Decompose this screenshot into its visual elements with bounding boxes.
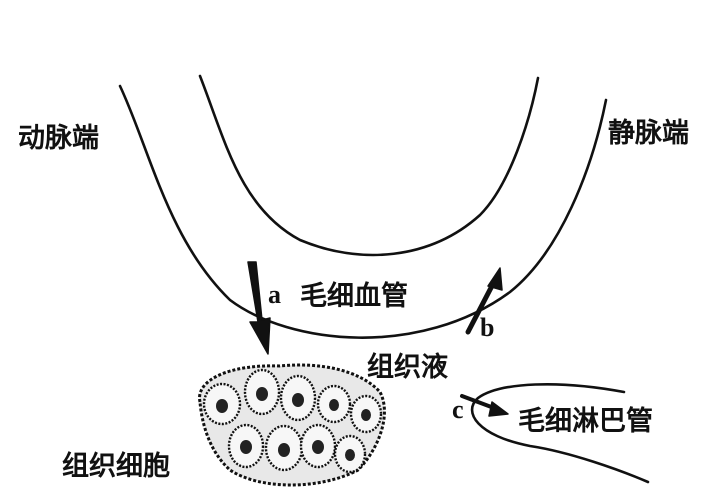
cell-nucleus bbox=[256, 387, 268, 401]
arrow-c-icon bbox=[460, 394, 509, 417]
cell-nucleus bbox=[216, 399, 228, 413]
arrow-a-label: a bbox=[268, 280, 281, 309]
cell-nucleus bbox=[292, 393, 304, 407]
lymph-capillary-label: 毛细淋巴管 bbox=[518, 406, 653, 437]
tissue-cells-cluster bbox=[198, 363, 386, 487]
capillary-label: 毛细血管 bbox=[300, 281, 408, 312]
arrow-b-icon bbox=[465, 267, 503, 335]
cell-nucleus bbox=[361, 409, 371, 421]
cell-nucleus bbox=[240, 440, 252, 454]
arrow-a-icon bbox=[247, 261, 271, 355]
arrow-c-label: c bbox=[452, 395, 464, 424]
cell-nucleus bbox=[345, 449, 355, 461]
arrow-b-label: b bbox=[480, 313, 495, 342]
tissue-cells-label: 组织细胞 bbox=[62, 451, 170, 482]
capillary-outer-wall bbox=[118, 84, 608, 339]
lymph-capillary-outline bbox=[470, 383, 650, 484]
capillary-inner-wall bbox=[198, 74, 540, 257]
cell-nucleus bbox=[312, 440, 324, 454]
arterial-end-label: 动脉端 bbox=[18, 123, 99, 154]
venous-end-label: 静脉端 bbox=[608, 118, 689, 149]
cell-nucleus bbox=[278, 443, 290, 457]
cell-nucleus bbox=[329, 399, 339, 411]
tissue-fluid-label: 组织液 bbox=[367, 352, 448, 383]
